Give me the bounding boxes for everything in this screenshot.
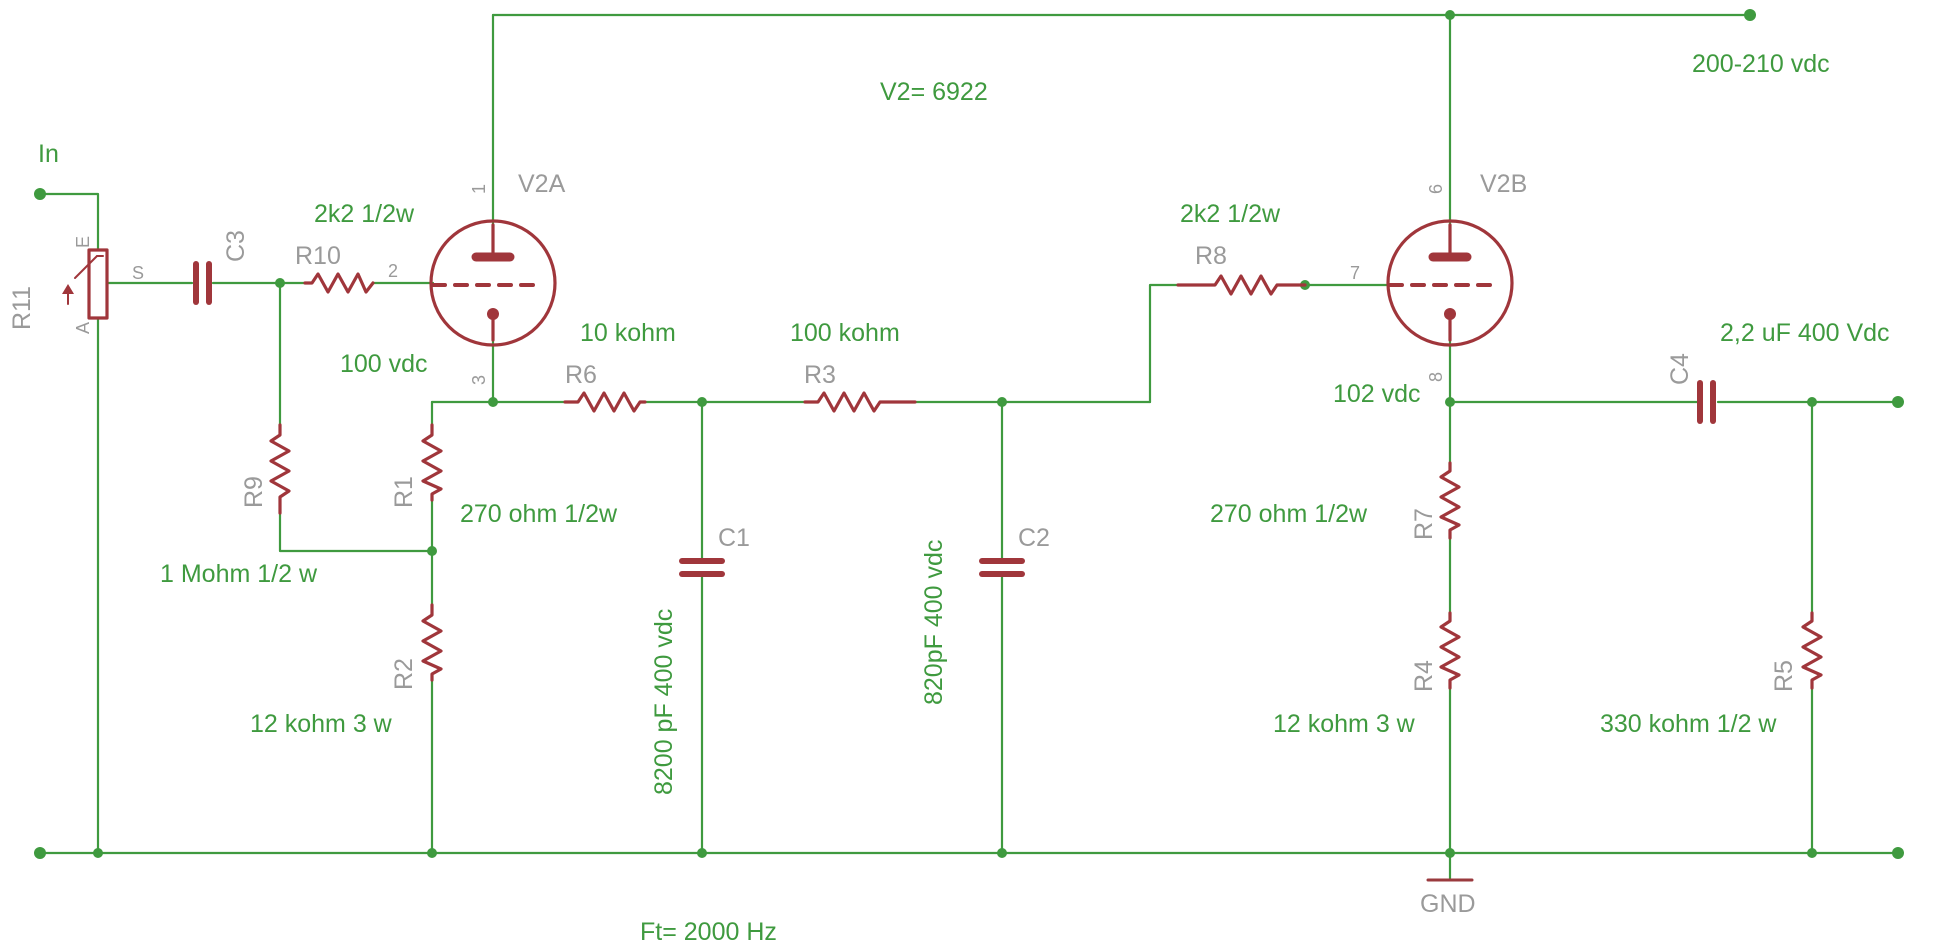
r2-name: R2 xyxy=(390,658,418,690)
r7-value: 270 ohm 1/2w xyxy=(1210,500,1368,528)
r3-value: 100 kohm xyxy=(790,319,900,347)
r5-name: R5 xyxy=(1770,660,1798,692)
input-label: In xyxy=(38,140,59,168)
v2a-cathode-voltage: 100 vdc xyxy=(340,350,428,378)
r10-value: 2k2 1/2w xyxy=(314,200,415,228)
v2a-pin-anode: 1 xyxy=(469,184,489,194)
resistor-r10 xyxy=(303,272,375,294)
capacitor-c2 xyxy=(979,558,1025,577)
junction-dot xyxy=(93,848,103,858)
c2-value: 820pF 400 vdc xyxy=(920,540,948,705)
r6-name: R6 xyxy=(565,361,597,389)
input-wire xyxy=(38,192,100,252)
triode-v2b xyxy=(1386,219,1514,347)
r8-name: R8 xyxy=(1195,242,1227,270)
potentiometer-r11 xyxy=(62,248,109,320)
r1-value: 270 ohm 1/2w xyxy=(460,500,618,528)
r10-name: R10 xyxy=(295,242,341,270)
capacitor-c1 xyxy=(679,558,725,577)
junction-dot xyxy=(488,397,498,407)
input-terminal xyxy=(34,188,46,200)
resistor-r3 xyxy=(803,391,917,413)
output-terminal xyxy=(1892,396,1904,408)
c3-name: C3 xyxy=(222,230,250,262)
c1-value: 8200 pF 400 vdc xyxy=(650,609,678,795)
r6-value: 10 kohm xyxy=(580,319,676,347)
junction-dot xyxy=(427,848,437,858)
capacitor-c4 xyxy=(1697,380,1716,424)
junction-dot xyxy=(997,397,1007,407)
resistor-r6 xyxy=(563,391,647,413)
pot-name: R11 xyxy=(8,286,36,330)
v2b-name: V2B xyxy=(1480,170,1527,198)
junctions xyxy=(34,9,1904,859)
c4-value: 2,2 uF 400 Vdc xyxy=(1720,319,1890,347)
r4-name: R4 xyxy=(1410,660,1438,692)
c4-name: C4 xyxy=(1666,353,1694,385)
resistor-r4 xyxy=(1439,611,1461,690)
junction-dot xyxy=(427,546,437,556)
resistor-r9 xyxy=(269,423,291,515)
pot-pin-a: A xyxy=(73,322,93,334)
r9-value: 1 Mohm 1/2 w xyxy=(160,560,318,588)
junction-dot xyxy=(997,848,1007,858)
junction-dot xyxy=(697,397,707,407)
junction-dot xyxy=(1445,848,1455,858)
ground-terminal-right xyxy=(1892,847,1904,859)
cutoff-frequency-label: Ft= 2000 Hz xyxy=(640,918,777,946)
gnd-label: GND xyxy=(1420,890,1476,918)
r7-name: R7 xyxy=(1410,508,1438,540)
junction-dot xyxy=(275,278,285,288)
wires xyxy=(38,13,1900,882)
v2b-pin-grid: 7 xyxy=(1350,263,1360,283)
supply-voltage-label: 200-210 vdc xyxy=(1692,50,1830,78)
junction-dot xyxy=(1807,848,1817,858)
capacitor-c3 xyxy=(193,261,212,305)
v2a-pin-cathode: 3 xyxy=(469,375,489,385)
resistor-r1 xyxy=(421,423,443,502)
v2a-pin-grid: 2 xyxy=(388,261,398,281)
feed-r8-wire xyxy=(1148,283,1180,404)
triode-v2a xyxy=(429,219,557,347)
r9-name: R9 xyxy=(240,476,268,508)
pot-pin-e: E xyxy=(73,236,93,248)
junction-dot xyxy=(1445,10,1455,20)
c1-name: C1 xyxy=(718,524,750,552)
resistor-r8 xyxy=(1176,274,1307,296)
tube-type-label: V2= 6922 xyxy=(880,78,988,106)
junction-dot xyxy=(1445,397,1455,407)
r3-name: R3 xyxy=(804,361,836,389)
r9-bottom-wire xyxy=(278,511,434,553)
v2b-pin-anode: 6 xyxy=(1426,184,1446,194)
supply-terminal xyxy=(1744,9,1756,21)
resistor-r2 xyxy=(421,603,443,682)
r5-value: 330 kohm 1/2 w xyxy=(1600,710,1777,738)
r2-value: 12 kohm 3 w xyxy=(250,710,393,738)
v2b-cathode-voltage: 102 vdc xyxy=(1333,380,1421,408)
ground-terminal-left xyxy=(34,847,46,859)
v2a-name: V2A xyxy=(518,170,566,198)
pot-pin-s: S xyxy=(132,263,144,283)
r4-value: 12 kohm 3 w xyxy=(1273,710,1416,738)
junction-dot xyxy=(697,848,707,858)
resistor-r5 xyxy=(1801,611,1823,690)
v2b-pin-cathode: 8 xyxy=(1426,372,1446,382)
r8-value: 2k2 1/2w xyxy=(1180,200,1281,228)
resistor-r7 xyxy=(1439,461,1461,540)
junction-dot xyxy=(1807,397,1817,407)
r1-name: R1 xyxy=(390,476,418,508)
c2-name: C2 xyxy=(1018,524,1050,552)
